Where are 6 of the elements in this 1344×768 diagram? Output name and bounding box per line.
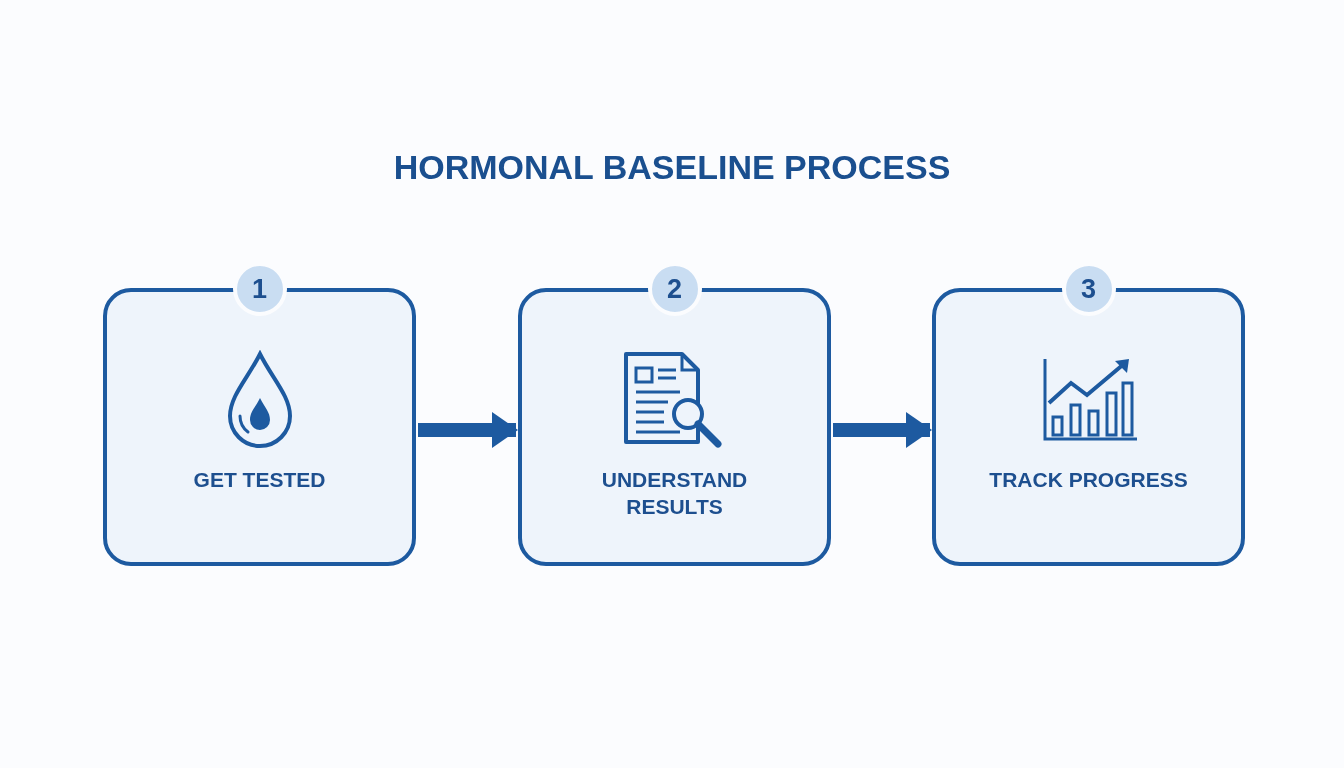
- step-label: GET TESTED: [192, 467, 327, 493]
- arrow: [833, 412, 932, 448]
- step-label: TRACK PROGRESS: [988, 467, 1189, 493]
- arrow: [418, 412, 518, 448]
- title: HORMONAL BASELINE PROCESS: [393, 147, 951, 188]
- step-label: UNDERSTAND RESULTS: [600, 467, 749, 520]
